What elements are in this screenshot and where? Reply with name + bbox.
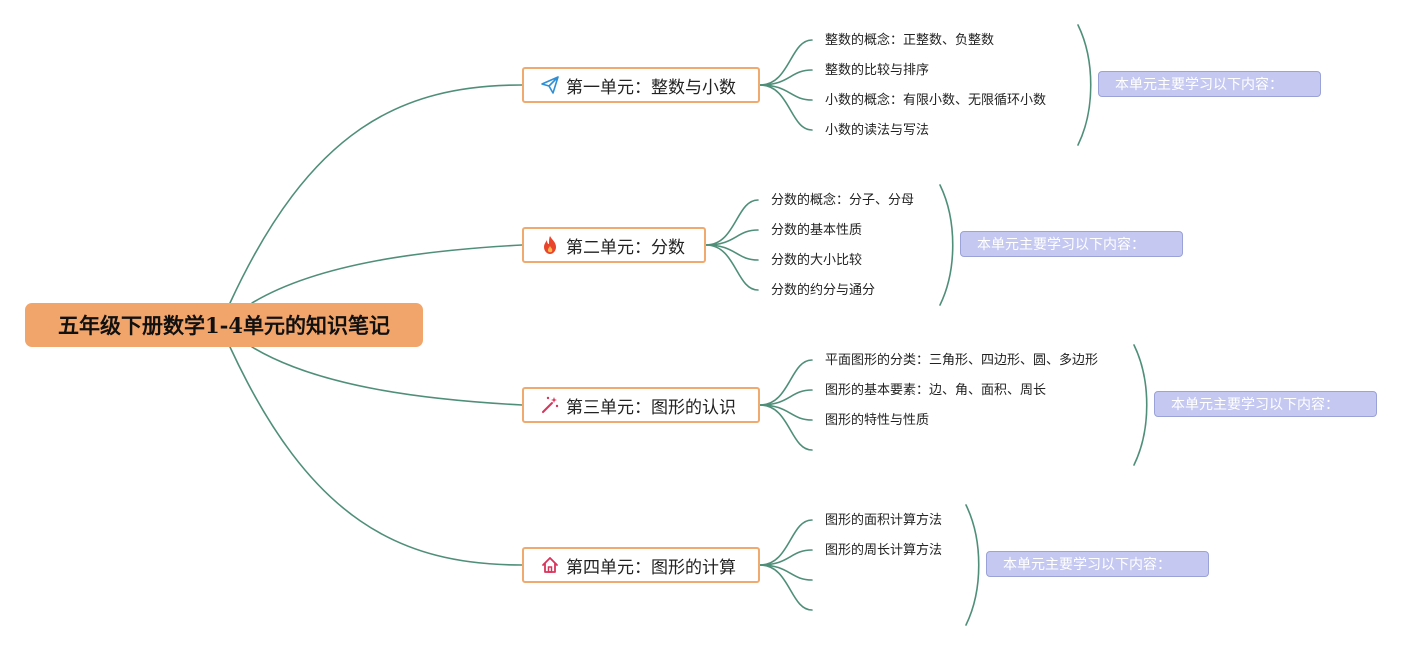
unit-1-item-4: 小数的读法与写法 <box>825 123 930 138</box>
root-branch-1 <box>229 84 523 304</box>
summary-bracket-4 <box>965 504 980 626</box>
unit-4-item-2: 图形的周长计算方法 <box>825 543 943 558</box>
unit-3-summary[interactable]: 本单元主要学习以下内容： <box>1154 391 1377 417</box>
summary-bracket-1 <box>1077 24 1092 146</box>
unit-2-summary[interactable]: 本单元主要学习以下内容： <box>960 231 1183 257</box>
paper-plane-icon <box>540 75 560 95</box>
root-node-title[interactable]: 五年级下册数学1-4单元的知识笔记 <box>25 303 423 347</box>
unit-3-item-3: 图形的特性与性质 <box>825 413 930 428</box>
unit-3-item-1: 平面图形的分类：三角形、四边形、圆、多边形 <box>825 353 1099 368</box>
home-icon <box>540 555 560 575</box>
magic-wand-icon <box>540 395 560 415</box>
unit-node-3[interactable]: 第三单元：图形的认识 <box>522 387 760 423</box>
root-branch-2 <box>251 244 523 304</box>
unit-2-item-1: 分数的概念：分子、分母 <box>771 193 915 208</box>
unit-title: 第一单元：整数与小数 <box>566 77 736 98</box>
unit-2-item-2: 分数的基本性质 <box>771 223 863 238</box>
unit-title: 第三单元：图形的认识 <box>566 397 736 418</box>
unit-4-summary[interactable]: 本单元主要学习以下内容： <box>986 551 1209 577</box>
unit-3-item-2: 图形的基本要素：边、角、面积、周长 <box>825 383 1047 398</box>
unit-title: 第四单元：图形的计算 <box>566 557 736 578</box>
root-branch-4 <box>229 346 523 566</box>
unit-node-4[interactable]: 第四单元：图形的计算 <box>522 547 760 583</box>
root-branch-3 <box>251 346 523 406</box>
unit-1-summary[interactable]: 本单元主要学习以下内容： <box>1098 71 1321 97</box>
unit-2-item-3: 分数的大小比较 <box>771 253 863 268</box>
unit-2-item-4: 分数的约分与通分 <box>771 283 876 298</box>
unit-1-item-2: 整数的比较与排序 <box>825 63 930 78</box>
summary-bracket-2 <box>939 184 954 306</box>
unit-4-item-1: 图形的面积计算方法 <box>825 513 943 528</box>
fire-icon <box>540 235 560 255</box>
unit-node-1[interactable]: 第一单元：整数与小数 <box>522 67 760 103</box>
unit-1-item-3: 小数的概念：有限小数、无限循环小数 <box>825 93 1047 108</box>
unit-title: 第二单元：分数 <box>566 237 685 258</box>
unit-node-2[interactable]: 第二单元：分数 <box>522 227 706 263</box>
summary-bracket-3 <box>1133 344 1148 466</box>
unit-1-item-1: 整数的概念：正整数、负整数 <box>825 33 995 48</box>
